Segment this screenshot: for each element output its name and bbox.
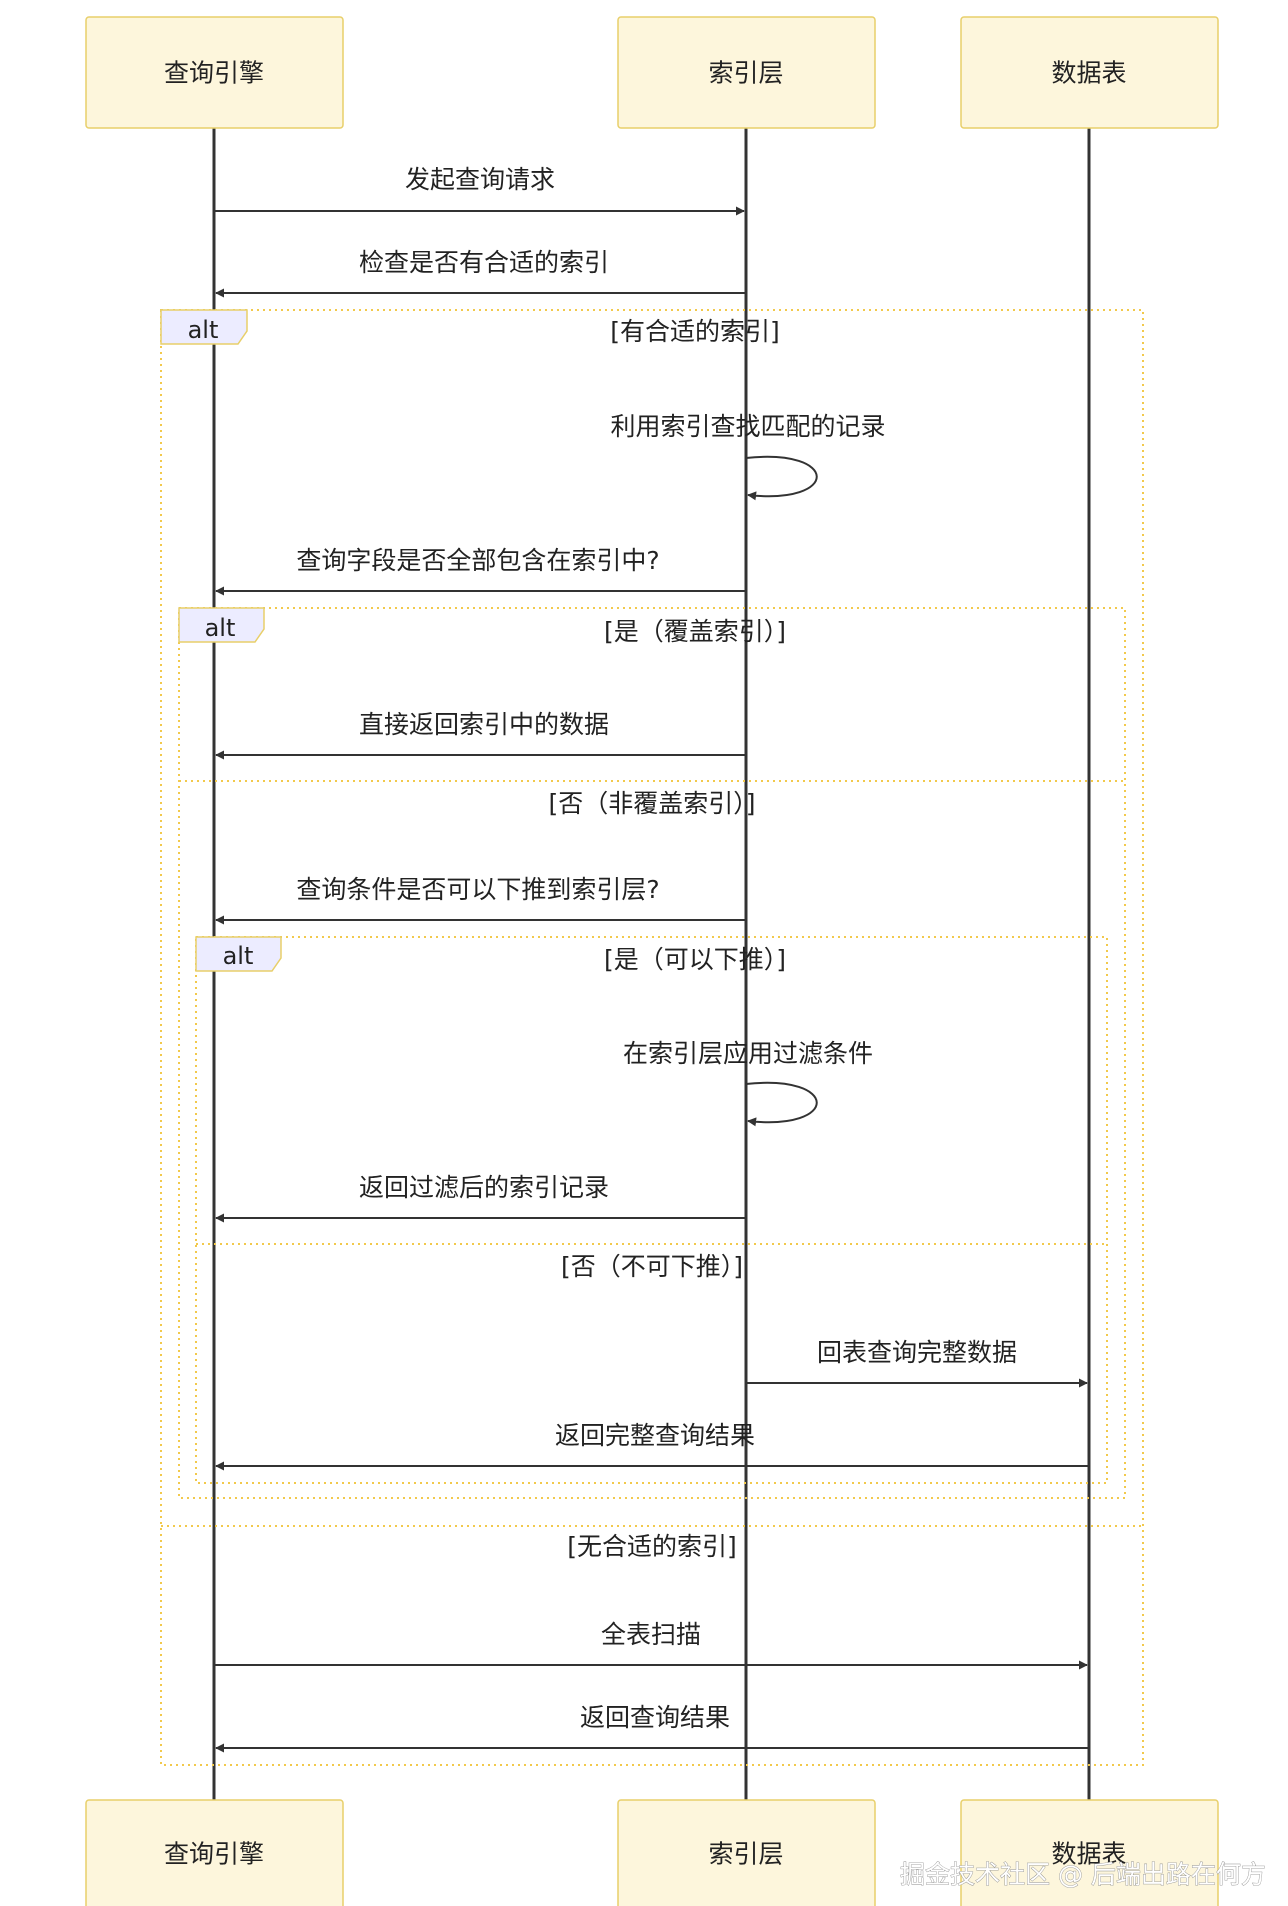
alt-frame-outer	[160, 309, 1144, 1766]
condition-covering-no: [否（非覆盖索引）]	[548, 789, 755, 818]
actor-table-top: 数据表	[960, 16, 1219, 129]
alt-tag-pushdown: alt	[195, 936, 282, 972]
message-11-label: 全表扫描	[601, 1620, 701, 1649]
alt-tag-covering: alt	[178, 607, 265, 643]
message-11: 全表扫描	[214, 1620, 1088, 1670]
alt-tag-outer-label: alt	[188, 316, 219, 344]
actor-engine-bottom: 查询引擎	[85, 1799, 344, 1906]
message-5: 直接返回索引中的数据	[215, 710, 746, 760]
condition-no-index: [无合适的索引]	[567, 1532, 737, 1561]
actor-index-top: 索引层	[617, 16, 876, 129]
condition-covering-yes: [是（覆盖索引）]	[604, 617, 786, 646]
alt-tag-outer: alt	[160, 309, 248, 345]
message-2-label: 检查是否有合适的索引	[359, 248, 609, 277]
message-10: 返回完整查询结果	[215, 1421, 1089, 1471]
message-2: 检查是否有合适的索引	[215, 248, 746, 298]
actor-table-bottom-label: 数据表	[1051, 1840, 1126, 1869]
message-3-self: 利用索引查找匹配的记录	[610, 412, 886, 501]
actor-index-bottom: 索引层	[617, 1799, 876, 1906]
message-1: 发起查询请求	[214, 165, 745, 216]
message-7-label: 在索引层应用过滤条件	[623, 1039, 873, 1068]
watermark-text: 掘金技术社区 @ 后端出路在何方	[900, 1860, 1266, 1889]
message-1-label: 发起查询请求	[405, 165, 555, 194]
alt-tag-covering-label: alt	[205, 614, 236, 642]
condition-has-index: [有合适的索引]	[610, 317, 780, 346]
message-12: 返回查询结果	[215, 1703, 1089, 1753]
alt-frame-pushdown	[195, 936, 1108, 1484]
message-9: 回表查询完整数据	[746, 1338, 1088, 1388]
condition-pushdown-no: [否（不可下推）]	[561, 1252, 743, 1281]
message-8-label: 返回过滤后的索引记录	[359, 1173, 609, 1202]
message-7-self: 在索引层应用过滤条件	[623, 1039, 873, 1127]
actor-engine-bottom-label: 查询引擎	[164, 1840, 264, 1869]
message-6: 查询条件是否可以下推到索引层?	[215, 875, 746, 925]
message-4: 查询字段是否全部包含在索引中?	[215, 546, 746, 596]
actor-index-top-label: 索引层	[708, 59, 783, 88]
message-6-label: 查询条件是否可以下推到索引层?	[296, 875, 659, 904]
message-12-label: 返回查询结果	[580, 1703, 730, 1732]
message-5-label: 直接返回索引中的数据	[359, 710, 609, 739]
actor-table-top-label: 数据表	[1051, 59, 1126, 88]
message-10-label: 返回完整查询结果	[555, 1421, 755, 1450]
actor-index-bottom-label: 索引层	[708, 1840, 783, 1869]
actor-table-bottom: 数据表	[960, 1799, 1219, 1906]
message-9-label: 回表查询完整数据	[817, 1338, 1017, 1367]
actor-engine-top-label: 查询引擎	[164, 59, 264, 88]
actor-engine-top: 查询引擎	[85, 16, 344, 129]
message-4-label: 查询字段是否全部包含在索引中?	[296, 546, 659, 575]
message-8: 返回过滤后的索引记录	[215, 1173, 746, 1223]
message-3-label: 利用索引查找匹配的记录	[610, 412, 885, 441]
condition-pushdown-yes: [是（可以下推）]	[604, 945, 786, 974]
alt-tag-pushdown-label: alt	[223, 942, 254, 970]
